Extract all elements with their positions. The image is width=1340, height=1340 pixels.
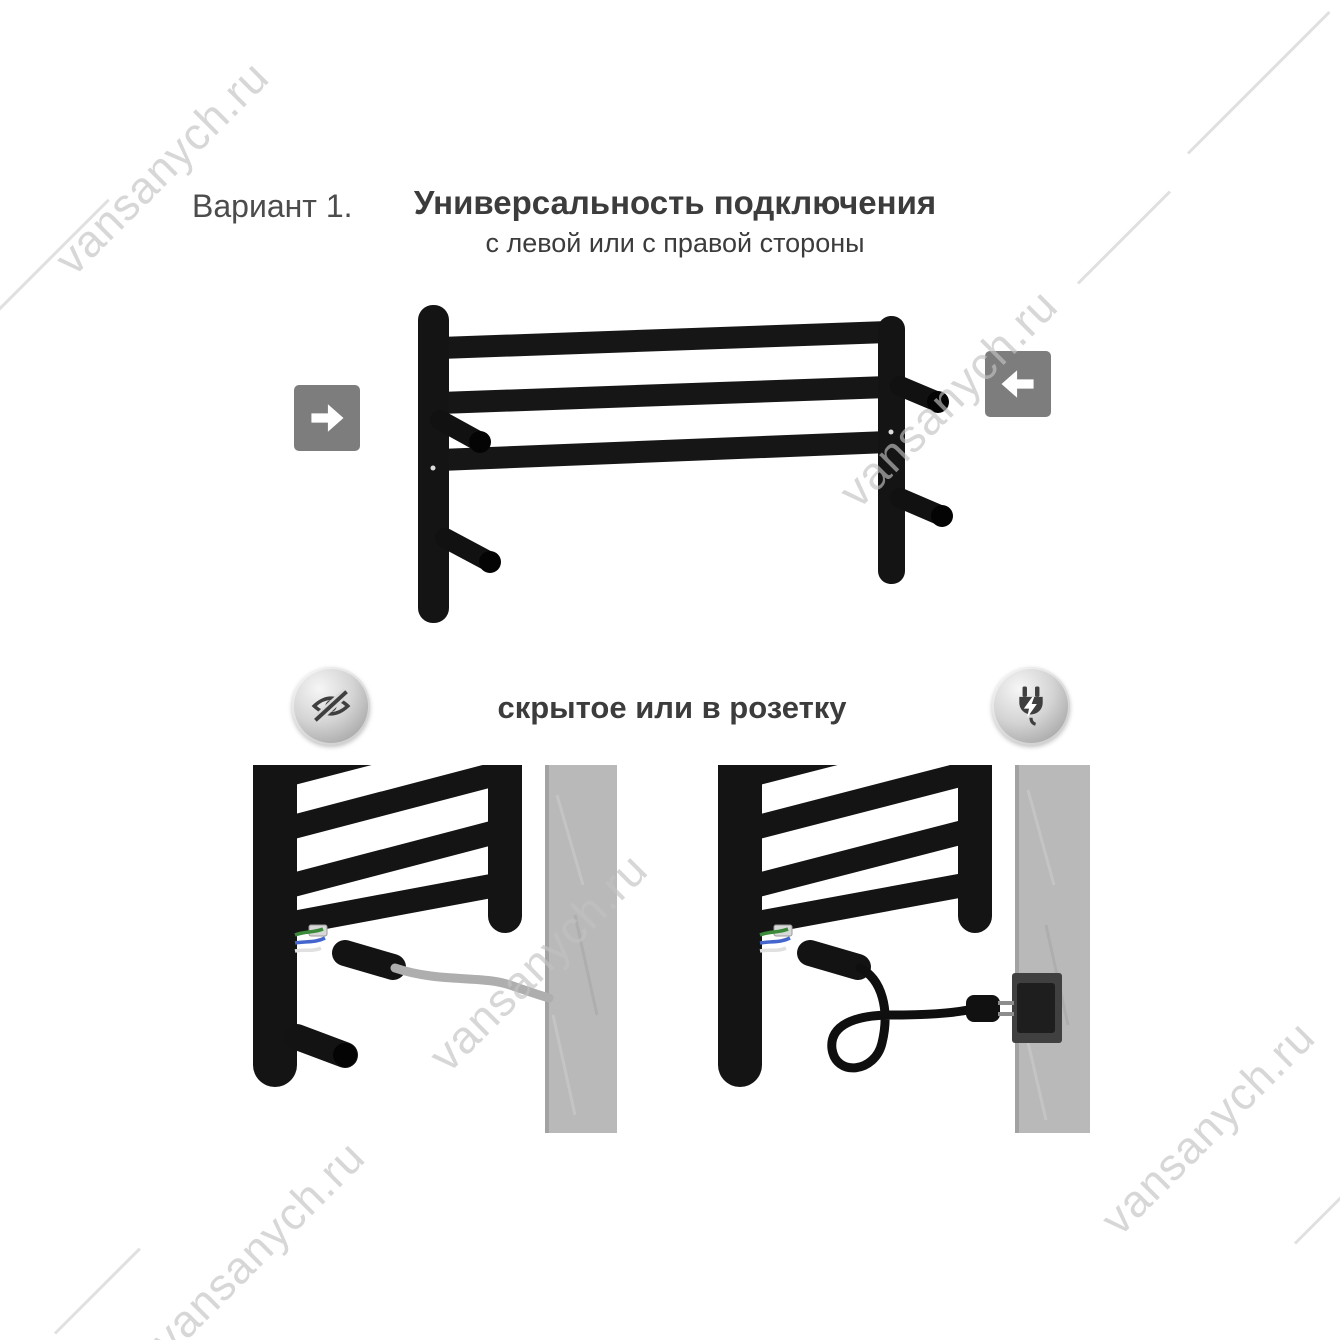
watermark-dash (0, 198, 110, 325)
watermark-dash (53, 1247, 141, 1335)
watermark-dash (1186, 11, 1331, 155)
variant-label: Вариант 1. (192, 188, 353, 224)
page-subtitle: с левой или с правой стороны (485, 228, 865, 258)
watermark-text: vansanych.ru (140, 1130, 375, 1340)
connection-title: скрытое или в розетку (497, 690, 847, 725)
hidden-wiring-badge (292, 667, 370, 745)
socket-connection-photo (718, 765, 1090, 1133)
hidden-connection-photo (253, 765, 617, 1133)
page-title: Универсальность подключения (413, 184, 937, 221)
watermark-dash (1076, 190, 1171, 285)
watermark-dash (1293, 1164, 1340, 1245)
right-arrow-icon (311, 404, 344, 432)
arrow-left-box (985, 351, 1051, 417)
watermark-text: vansanych.ru (1090, 1010, 1325, 1245)
left-arrow-icon (1001, 370, 1034, 398)
watermark-text: vansanych.ru (44, 50, 279, 285)
towel-rail-illustration (418, 305, 953, 623)
power-plug-icon (1019, 686, 1043, 726)
socket-badge (992, 667, 1070, 745)
arrow-right-box (294, 385, 360, 451)
eye-slash-icon (311, 688, 351, 724)
